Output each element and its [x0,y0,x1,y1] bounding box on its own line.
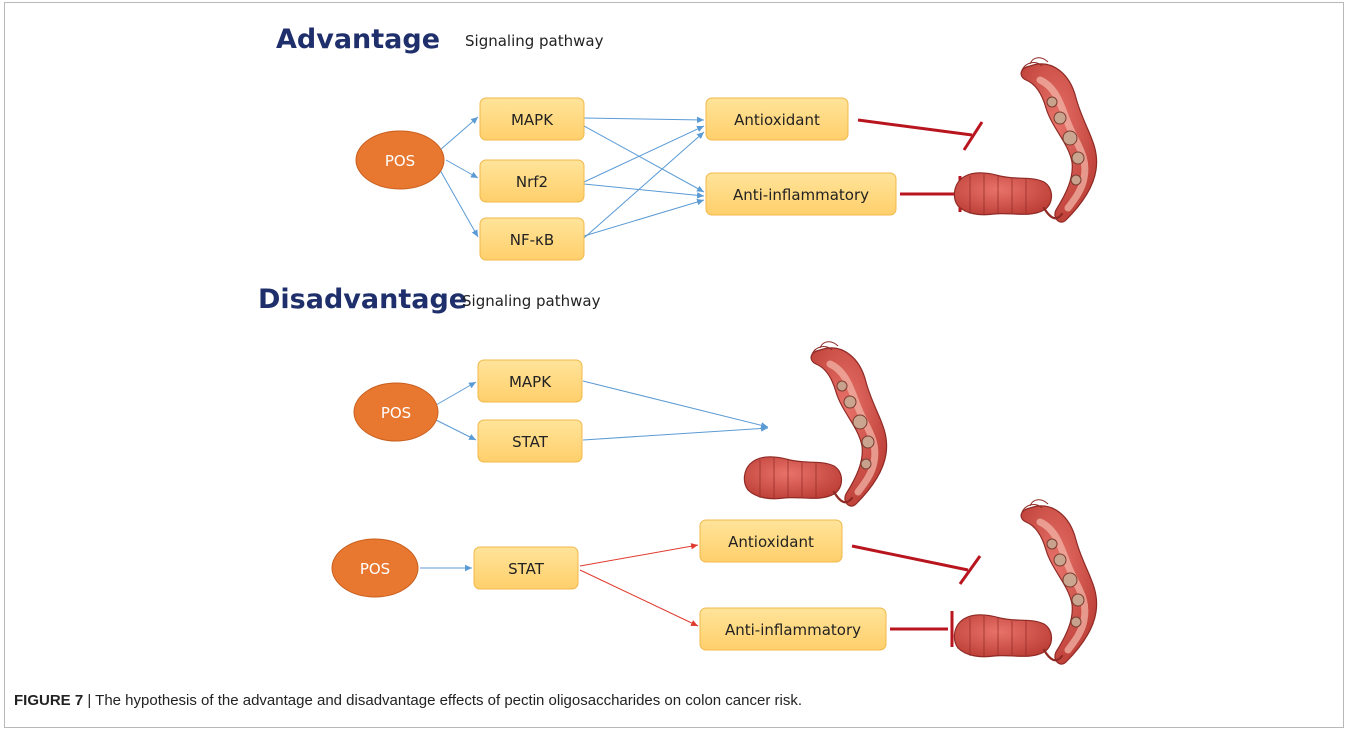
effect-box-antioxidant [705,97,849,141]
arrow-nfkb-antioxidant [583,131,705,239]
pathway-box-mapk [479,97,585,141]
arrow-pos-stat-2 [435,419,477,441]
arrow-nrf2-antioxidant [583,125,705,183]
pathway-label-mapk-2: MAPK [509,373,552,391]
colon-icon [954,500,1096,664]
pathway-diagram: Advantage Signaling pathway POS MAPK Nrf… [258,24,1351,690]
pathway-label-stat-2: STAT [512,433,549,451]
pos-label-3: POS [360,560,390,578]
inhibition-antiinflammatory [900,176,962,212]
figure-caption: FIGURE 7 | The hypothesis of the advanta… [14,692,802,709]
arrow-pos-mapk-2 [435,381,477,406]
figure-frame [4,2,1344,728]
advantage-subheading: Signaling pathway [465,32,604,50]
pathway-box-stat-3 [473,546,579,590]
effect-label-antioxidant: Antioxidant [734,111,820,129]
effect-label-antiinflammatory: Anti-inflammatory [733,186,869,204]
effect-label-antioxidant-2: Antioxidant [728,533,814,551]
pos-node-3 [331,538,419,598]
effect-box-antiinflammatory-2 [699,607,887,651]
arrow-stat-antiinflammatory [579,569,699,627]
inhibition-antioxidant [857,118,984,151]
pos-label: POS [385,152,415,170]
pathway-box-stat-2 [477,419,583,463]
colon-icon [744,342,886,506]
pos-label-2: POS [381,404,411,422]
pathway-box-mapk-2 [477,359,583,403]
disadvantage-subheading: Signaling pathway [462,292,601,310]
arrow-pos-nfkb [439,169,479,238]
arrow-pos-mapk [439,116,479,151]
effect-box-antioxidant-2 [699,519,843,563]
pathway-label-stat-3: STAT [508,560,545,578]
inhibition-antiinflammatory-2 [890,611,954,647]
arrow-mapk-antiinflammatory [583,125,705,193]
pathway-box-nfkb [479,217,585,261]
pathway-box-nrf2 [479,159,585,203]
arrow-mapk-antioxidant [583,116,705,124]
arrow-mapk-colon [582,380,769,429]
advantage-heading: Advantage [276,24,440,55]
caption-separator: | [83,692,96,709]
arrow-stat-colon [582,425,769,441]
pos-node [355,130,445,190]
arrow-pos-nrf2 [445,159,479,179]
pathway-label-nfkb: NF-κB [510,231,554,249]
caption-text: The hypothesis of the advantage and disa… [95,692,802,709]
pathway-label-nrf2: Nrf2 [516,173,548,191]
effect-box-antiinflammatory [705,172,897,216]
caption-label: FIGURE 7 [14,692,84,709]
disadvantage-heading: Disadvantage [258,284,467,315]
effect-label-antiinflammatory-2: Anti-inflammatory [725,621,861,639]
colon-icon [954,58,1096,222]
pos-node-2 [353,382,439,442]
arrow-nfkb-antiinflammatory [583,198,705,237]
arrow-nrf2-antiinflammatory [583,183,705,199]
pathway-label-mapk: MAPK [511,111,554,129]
arrow-stat-antioxidant [579,543,699,567]
inhibition-antioxidant-2 [851,544,982,585]
